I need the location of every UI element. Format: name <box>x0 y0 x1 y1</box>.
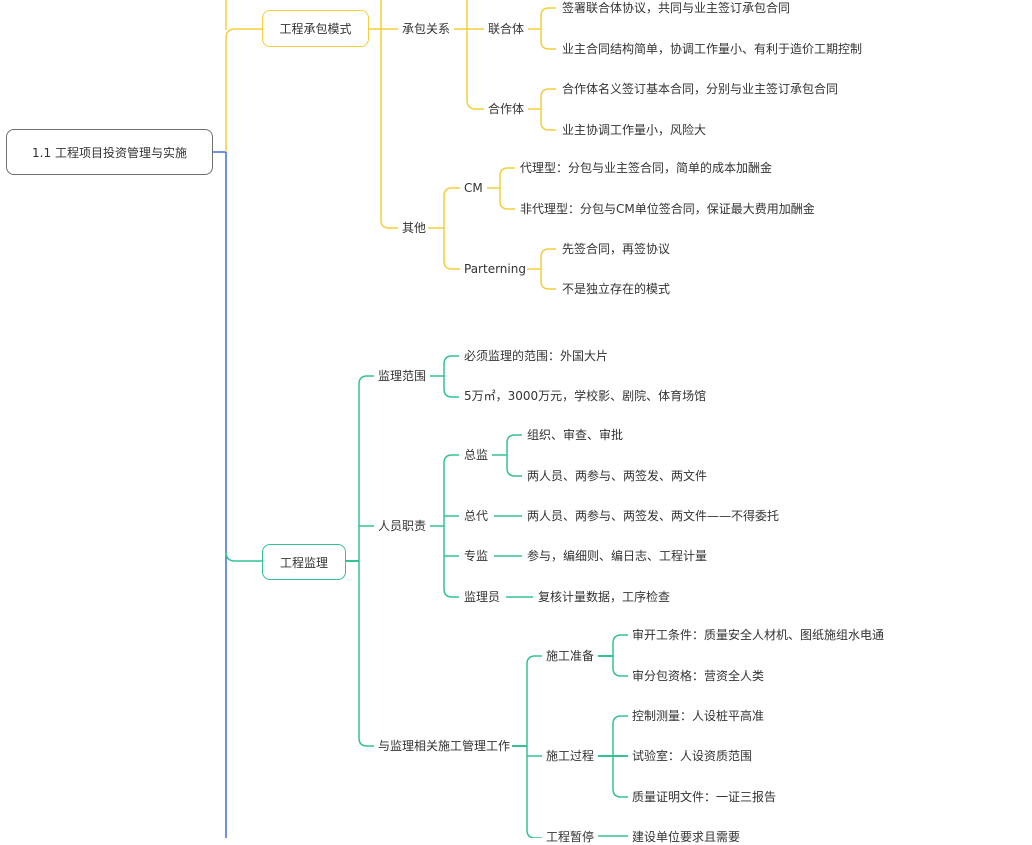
leaf-deputy[interactable]: 两人员、两参与、两签发、两文件——不得委托 <box>527 509 780 523</box>
branch-supervision-label: 工程监理 <box>279 555 328 570</box>
branch-supervision[interactable]: 工程监理 <box>262 544 346 580</box>
node-duties[interactable]: 人员职责 <box>378 519 427 533</box>
leaf-cm-2[interactable]: 非代理型：分包与CM单位签合同，保证最大费用加酬金 <box>520 202 815 216</box>
leaf-joint-1[interactable]: 签署联合体协议，共同与业主签订承包合同 <box>562 1 791 15</box>
leaf-chief-2[interactable]: 两人员、两参与、两签发、两文件 <box>527 469 708 483</box>
node-joint-venture[interactable]: 联合体 <box>488 22 525 36</box>
leaf-prep-1[interactable]: 审开工条件：质量安全人材机、图纸施组水电通 <box>632 628 885 642</box>
root-label: 1.1 工程项目投资管理与实施 <box>32 145 187 160</box>
node-specialist[interactable]: 专监 <box>464 549 489 563</box>
leaf-cooperative-2[interactable]: 业主协调工作量小，风险大 <box>562 123 707 137</box>
node-other[interactable]: 其他 <box>402 221 427 235</box>
node-inspector[interactable]: 监理员 <box>464 590 501 604</box>
node-scope[interactable]: 监理范围 <box>378 369 427 383</box>
node-pause[interactable]: 工程暂停 <box>546 830 595 844</box>
leaf-process-3[interactable]: 质量证明文件：一证三报告 <box>632 790 777 804</box>
node-cm[interactable]: CM <box>464 181 483 195</box>
leaf-scope-2[interactable]: 5万㎡，3000万元，学校影、剧院、体育场馆 <box>464 389 707 403</box>
leaf-joint-2[interactable]: 业主合同结构简单，协调工作量小、有利于造价工期控制 <box>562 42 863 56</box>
node-partnering[interactable]: Parterning <box>464 262 526 276</box>
leaf-scope-1[interactable]: 必须监理的范围：外国大片 <box>464 349 609 363</box>
leaf-cooperative-1[interactable]: 合作体名义签订基本合同，分别与业主签订承包合同 <box>562 82 839 96</box>
branch-contract-mode-label: 工程承包模式 <box>279 22 352 36</box>
node-chief[interactable]: 总监 <box>464 448 489 462</box>
leaf-process-2[interactable]: 试验室：人设资质范围 <box>632 749 753 763</box>
node-contract-relation[interactable]: 承包关系 <box>402 22 451 36</box>
node-prep[interactable]: 施工准备 <box>546 649 595 663</box>
leaf-partnering-2[interactable]: 不是独立存在的模式 <box>562 282 671 296</box>
node-process[interactable]: 施工过程 <box>546 749 595 763</box>
leaf-process-1[interactable]: 控制测量：人设桩平高准 <box>632 709 765 723</box>
leaf-pause[interactable]: 建设单位要求且需要 <box>632 830 741 844</box>
leaf-partnering-1[interactable]: 先签合同，再签协议 <box>562 242 671 256</box>
node-deputy[interactable]: 总代 <box>464 509 489 523</box>
node-cooperative[interactable]: 合作体 <box>488 102 525 116</box>
leaf-chief-1[interactable]: 组织、审查、审批 <box>527 428 624 442</box>
root-node[interactable]: 1.1 工程项目投资管理与实施 <box>6 129 213 175</box>
node-construction[interactable]: 与监理相关施工管理工作 <box>378 739 511 753</box>
leaf-prep-2[interactable]: 审分包资格：营资全人类 <box>632 669 765 683</box>
leaf-inspector[interactable]: 复核计量数据，工序检查 <box>538 590 671 604</box>
leaf-cm-1[interactable]: 代理型：分包与业主签合同，简单的成本加酬金 <box>520 161 773 175</box>
leaf-specialist[interactable]: 参与，编细则、编日志、工程计量 <box>527 549 708 563</box>
branch-contract-mode[interactable]: 工程承包模式 <box>262 10 369 47</box>
